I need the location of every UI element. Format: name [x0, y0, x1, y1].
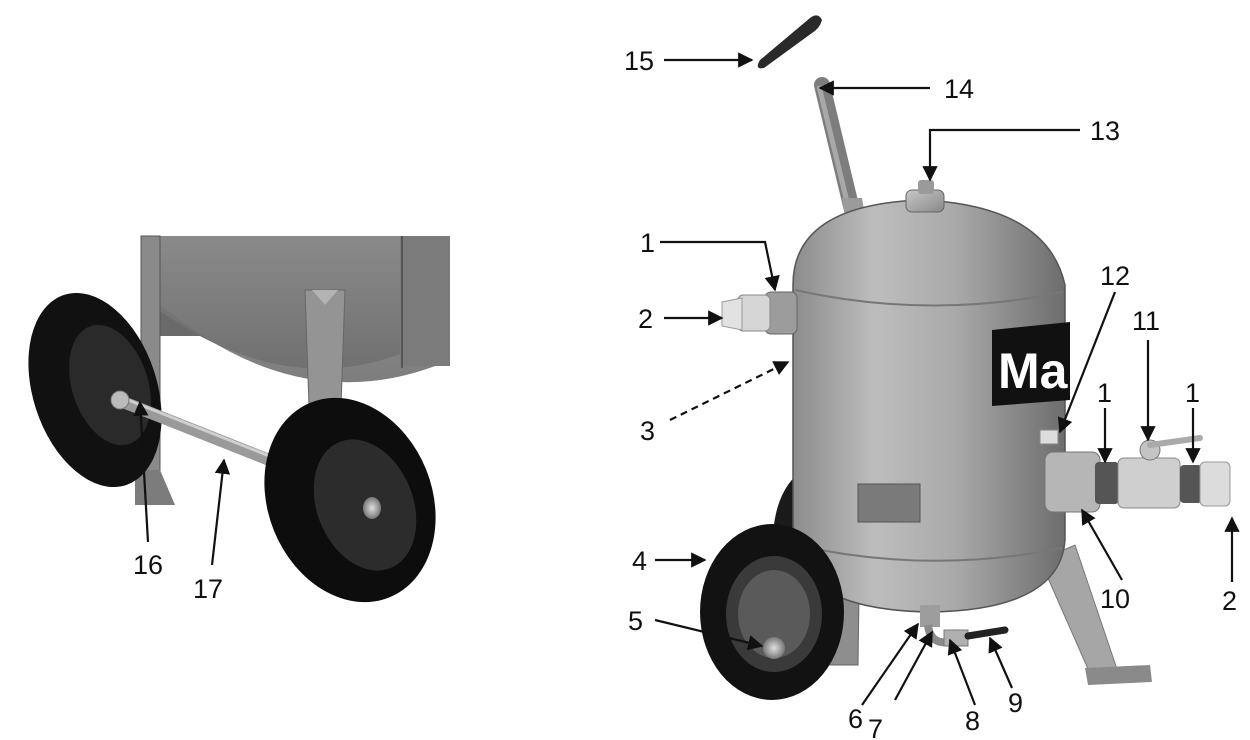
leader-8 — [947, 638, 977, 706]
blast-pot-illustration: Ma — [700, 15, 1231, 700]
leader-16 — [133, 400, 150, 543]
callout-2-left: 2 — [638, 304, 653, 334]
callout-7: 7 — [868, 714, 883, 740]
callout-12: 12 — [1100, 261, 1130, 291]
brand-logo-text: Ma — [998, 343, 1069, 399]
callout-17: 17 — [193, 574, 223, 604]
callout-8: 8 — [965, 706, 980, 736]
callout-1-left: 1 — [640, 228, 655, 258]
leader-9 — [988, 636, 1014, 689]
callout-13: 13 — [1090, 116, 1120, 146]
leader-17 — [210, 458, 231, 566]
callout-16: 16 — [133, 550, 163, 580]
leader-10 — [1081, 508, 1123, 581]
callout-4: 4 — [632, 546, 647, 576]
callout-1-middle: 1 — [1097, 378, 1112, 408]
leader-6 — [861, 622, 919, 706]
callout-10: 10 — [1100, 584, 1130, 614]
leader-3 — [669, 361, 790, 421]
callout-3: 3 — [640, 416, 655, 446]
callout-1-right: 1 — [1185, 378, 1200, 408]
leader-1-left — [660, 240, 780, 292]
leader-lines — [133, 52, 1240, 706]
callout-9: 9 — [1008, 688, 1023, 718]
leader-13 — [922, 128, 1080, 182]
leader-7 — [894, 630, 933, 701]
callout-5: 5 — [628, 606, 643, 636]
leader-12 — [1057, 291, 1117, 434]
callout-15: 15 — [624, 46, 654, 76]
callout-labels: 15 14 13 1 2 3 12 11 1 1 2 10 4 5 6 7 8 … — [133, 46, 1237, 740]
callout-11: 11 — [1132, 306, 1160, 336]
callout-6: 6 — [848, 704, 863, 734]
axle-detail-inset — [28, 235, 450, 603]
leader-5 — [654, 618, 764, 651]
callout-2-right: 2 — [1222, 586, 1237, 616]
callout-14: 14 — [944, 74, 974, 104]
